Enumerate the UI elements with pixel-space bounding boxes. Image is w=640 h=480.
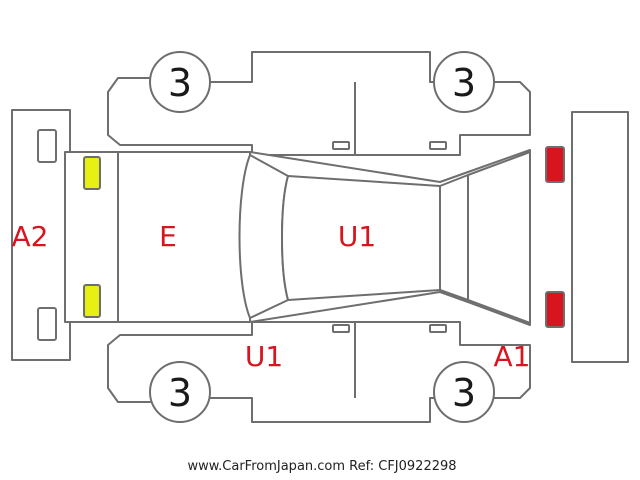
rear-bumper-damage-code: A1 bbox=[494, 340, 531, 373]
rear-lamp-top bbox=[545, 146, 565, 183]
wheel-rear-left-count: 3 bbox=[452, 61, 476, 105]
front-bumper-damage-code: A2 bbox=[12, 220, 49, 253]
wheel-rear-left: 3 bbox=[433, 51, 495, 113]
wheel-front-left: 3 bbox=[149, 51, 211, 113]
front-bumper bbox=[11, 109, 71, 361]
roof-damage-code: U1 bbox=[338, 220, 376, 253]
front-lamp-bottom bbox=[83, 284, 101, 318]
wheel-front-right-count: 3 bbox=[168, 371, 192, 415]
wheel-front-left-count: 3 bbox=[168, 61, 192, 105]
front-lamp-top bbox=[83, 156, 101, 190]
wheel-rear-right: 3 bbox=[433, 361, 495, 423]
source-reference-footer: www.CarFromJapan.com Ref: CFJ0922298 bbox=[187, 459, 456, 474]
wheel-rear-right-count: 3 bbox=[452, 371, 476, 415]
car-top-view bbox=[64, 149, 531, 326]
rear-bumper bbox=[571, 111, 629, 363]
left-side-damage-code: U1 bbox=[245, 340, 283, 373]
rear-lamp-bottom bbox=[545, 291, 565, 328]
wheel-front-right: 3 bbox=[149, 361, 211, 423]
hood-damage-code: E bbox=[159, 220, 177, 253]
